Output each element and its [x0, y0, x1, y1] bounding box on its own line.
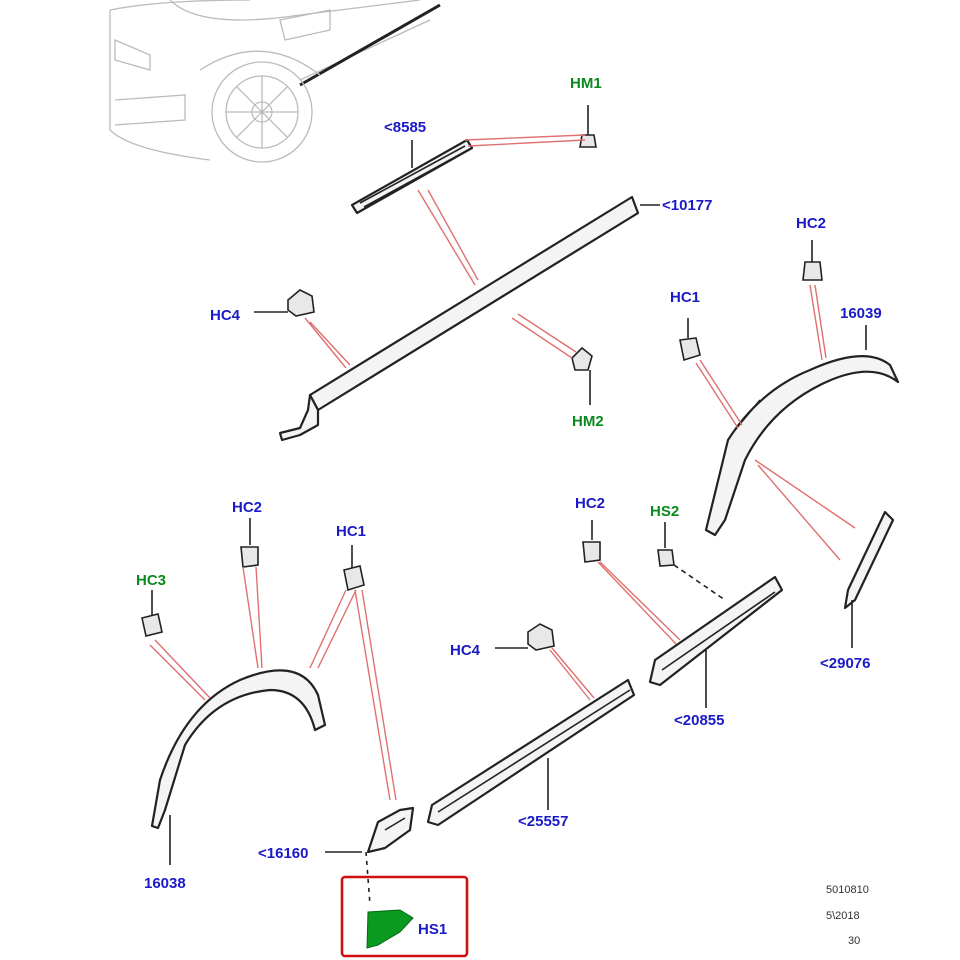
hc4-clip-icon [527, 623, 555, 651]
label-part-8585[interactable]: <8585 [384, 119, 426, 136]
callout-labels: HM1 <8585 <10177 HC2 HC4 HC1 16039 HM2 H… [136, 75, 882, 938]
hc1-clip-icon [679, 318, 701, 362]
hc2-clip-icon [240, 518, 259, 568]
part-16039-rear-wheel-arch[interactable] [704, 355, 900, 537]
label-hm2[interactable]: HM2 [572, 413, 604, 430]
hc2-clip-icon [582, 520, 601, 563]
hs1-highlight[interactable] [340, 875, 469, 958]
ref-number: 5010810 [826, 884, 869, 896]
hc4-clip-icon [287, 289, 315, 317]
label-hc1-right[interactable]: HC1 [670, 289, 700, 306]
highlight-box [340, 875, 469, 958]
label-hm1[interactable]: HM1 [570, 75, 602, 92]
label-part-25557[interactable]: <25557 [518, 813, 568, 830]
part-16160-bracket[interactable] [366, 806, 415, 854]
part-16038-front-wheel-arch[interactable] [150, 669, 327, 830]
part-20855-moulding[interactable] [648, 575, 784, 687]
leader-lines [149, 134, 856, 801]
ref-page: 30 [848, 935, 860, 947]
hm2-clip-icon [571, 346, 593, 405]
hs2-screw-icon [657, 522, 726, 601]
hc3-clip-icon [141, 590, 163, 637]
hc2-clip-icon [802, 240, 823, 281]
label-hc2-top[interactable]: HC2 [796, 215, 826, 232]
fasteners [141, 105, 823, 906]
hs1-part-icon [366, 909, 414, 949]
label-part-10177[interactable]: <10177 [662, 197, 712, 214]
label-hc3[interactable]: HC3 [136, 572, 166, 589]
part-25557-moulding[interactable] [426, 678, 636, 827]
hm1-fastener-icon [579, 105, 597, 148]
vehicle-reference-sketch [109, 0, 441, 163]
label-part-29076[interactable]: <29076 [820, 655, 870, 672]
reference-info: 5010810 5\2018 30 [826, 884, 869, 947]
ref-date: 5\2018 [826, 910, 860, 922]
part-29076-strip[interactable] [843, 510, 895, 610]
hc1-clip-icon [343, 545, 365, 592]
label-hs2[interactable]: HS2 [650, 503, 679, 520]
part-10177-sill-panel[interactable] [278, 195, 640, 442]
label-hc2-mid[interactable]: HC2 [575, 495, 605, 512]
label-part-16039[interactable]: 16039 [840, 305, 882, 322]
part-8585-trim-strip[interactable] [350, 138, 474, 215]
label-hs1[interactable]: HS1 [418, 921, 447, 938]
label-hc4-top[interactable]: HC4 [210, 307, 241, 324]
label-hc2-left[interactable]: HC2 [232, 499, 262, 516]
callout-pointers [169, 140, 867, 865]
label-part-16038[interactable]: 16038 [144, 875, 186, 892]
hs1-guide-line [365, 851, 371, 906]
label-part-16160[interactable]: <16160 [258, 845, 308, 862]
label-hc4-bottom[interactable]: HC4 [450, 642, 481, 659]
label-hc1-left[interactable]: HC1 [336, 523, 366, 540]
label-part-20855[interactable]: <20855 [674, 712, 724, 729]
